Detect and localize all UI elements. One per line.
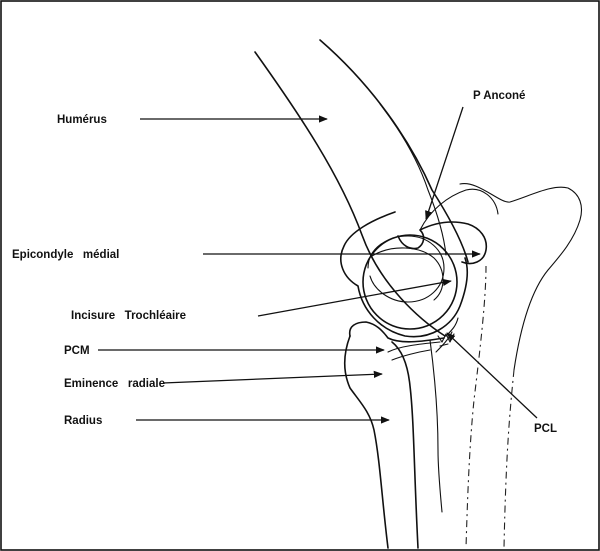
radius-anterior-border: [345, 336, 388, 548]
radius-interosseous-line: [430, 340, 442, 512]
ulna-dorsal-dashed: [504, 370, 514, 548]
label-trochlear-notch: Incisure Trochléaire: [71, 310, 186, 322]
ulna-olecranon-outline: [460, 184, 582, 370]
label-humerus: Humérus: [57, 114, 107, 126]
humerus-inner-contour: [380, 104, 446, 255]
olecranon-outline: [420, 189, 498, 230]
pcl-leader: [447, 333, 537, 418]
trochlear-leader: [258, 281, 451, 316]
label-radial-eminence: Eminence radiale: [64, 378, 165, 390]
humerus-shaft-posterior: [255, 52, 445, 336]
label-anconeal-process: P Anconé: [473, 90, 525, 102]
anconeal-leader: [426, 107, 463, 219]
label-radius: Radius: [64, 415, 102, 427]
radial-eminence-leader: [163, 374, 382, 383]
label-medial-epicondyle: Epicondyle médial: [12, 249, 119, 261]
radius-posterior-border: [392, 342, 418, 548]
label-pcl: PCL: [534, 423, 557, 435]
humerus-shaft-anterior: [320, 40, 468, 262]
ulna-caudal-dashed: [466, 266, 486, 548]
label-pcm: PCM: [64, 345, 90, 357]
